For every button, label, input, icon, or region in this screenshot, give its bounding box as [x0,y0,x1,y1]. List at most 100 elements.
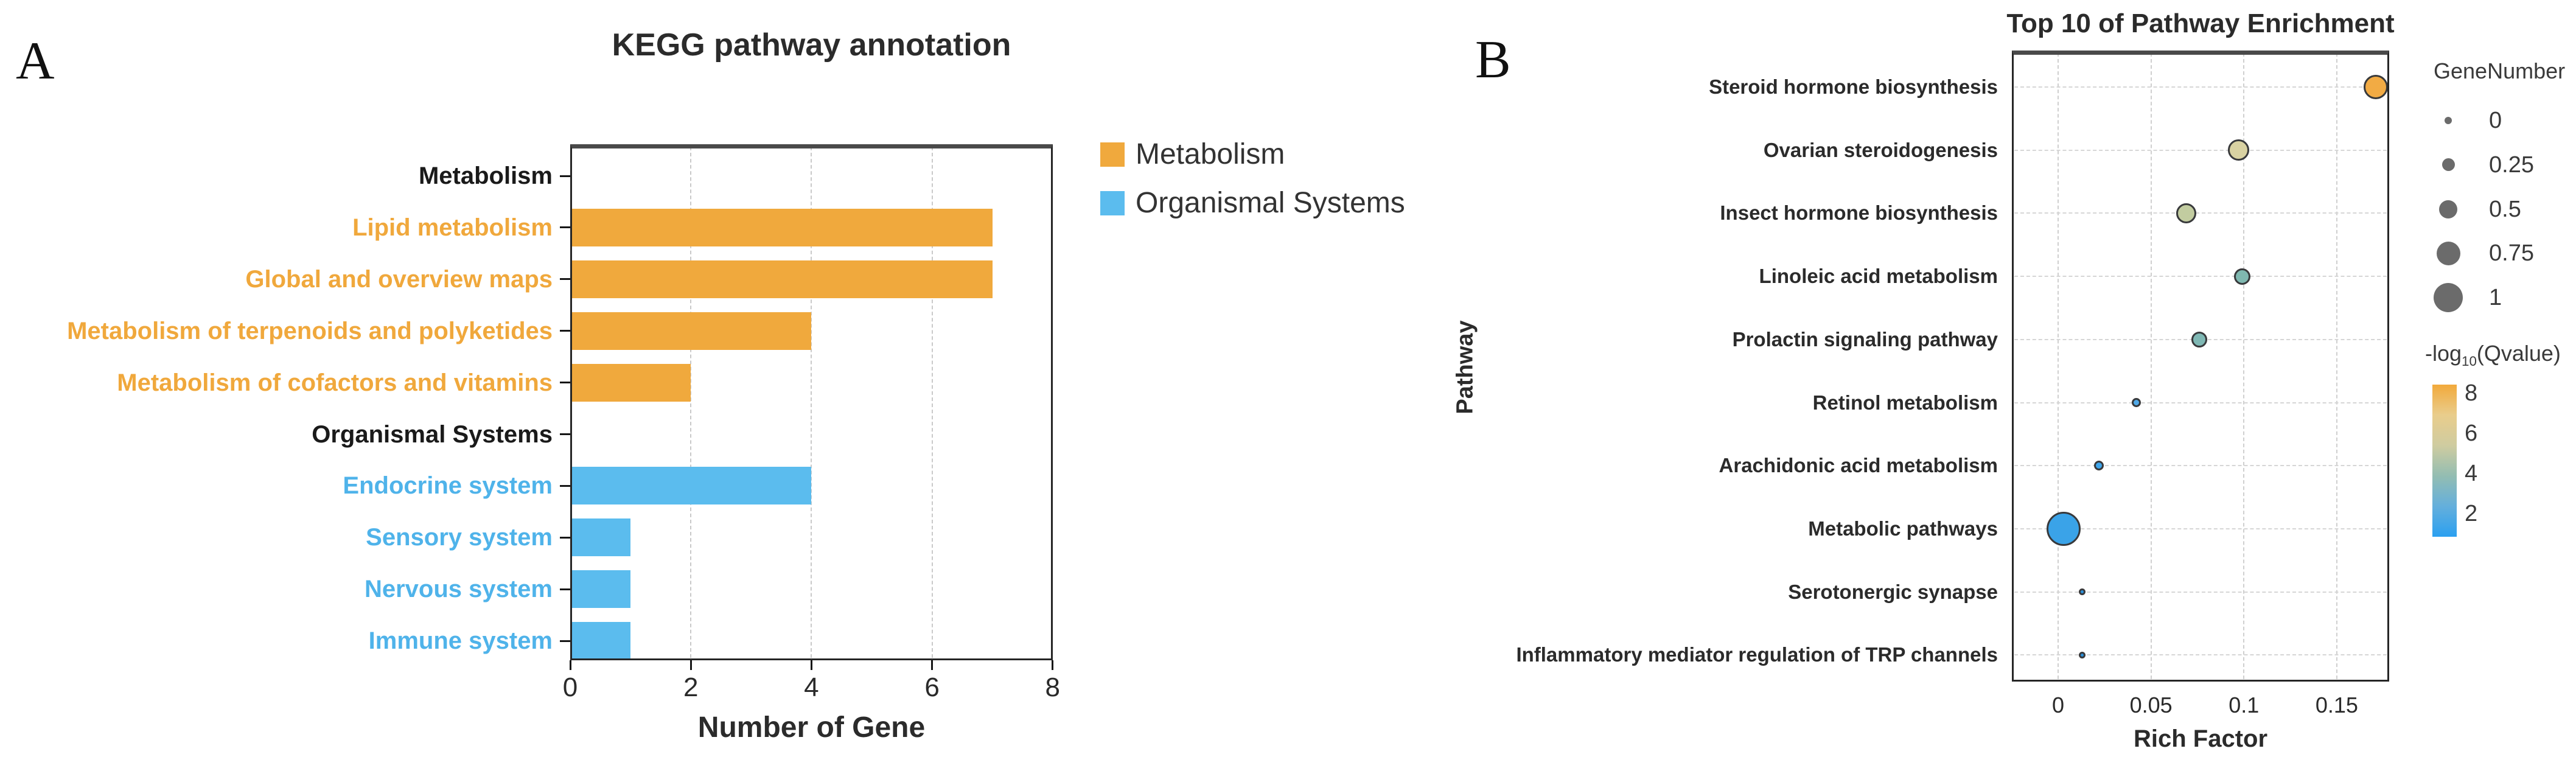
panel-a-legend-label: Organismal Systems [1136,187,1405,219]
panel-a-row-label: Sensory system [366,524,553,551]
panel-a-xtick-label: 0 [562,672,578,702]
panel-b-yaxis-title: Pathway [1452,320,1478,414]
panel-a-xtick-label: 4 [804,672,819,702]
panel-b-row-label: Serotonergic synapse [1788,580,1998,603]
panel-a-gridline [931,147,933,658]
panel-b-bubble [2233,268,2250,285]
panel-a-bar [572,260,993,298]
panel-a-row-label: Metabolism of cofactors and vitamins [117,369,553,396]
panel-a-row-label: Metabolism [418,162,553,189]
qvalue-legend-title-prefix: -log [2425,341,2462,366]
panel-a-legend-swatch [1100,191,1125,215]
gene-number-legend-value: 0.25 [2489,152,2534,178]
panel-b-bubble [2079,588,2086,596]
panel-a-xtick [810,660,812,670]
gene-number-legend-dot [2439,200,2457,218]
panel-a-legend-label: Metabolism [1136,138,1285,170]
panel-b-row-label: Linoleic acid metabolism [1759,265,1998,288]
panel-a-gridline [690,147,692,658]
gene-number-legend-value: 0 [2489,108,2502,133]
panel-a-bar [572,570,631,609]
panel-a-xtick [931,660,934,670]
panel-a-row-label: Immune system [368,627,553,655]
panel-b-hgridline [2014,276,2387,278]
qvalue-legend-title-suffix: (Qvalue) [2476,341,2561,366]
panel-a-letter: A [16,32,55,91]
panel-b-bubble [2227,139,2249,161]
panel-b-xtick-label: 0.1 [2229,693,2260,717]
panel-a-gridline [811,147,812,658]
panel-a-bar [572,518,631,557]
panel-a-bar [572,363,691,402]
panel-b-plot-frame [2012,51,2389,682]
panel-b-xaxis-title: Rich Factor [2133,725,2268,752]
panel-a-ytick [560,484,570,487]
panel-a-plot-frame [570,144,1053,660]
panel-a-ytick [560,175,570,177]
qvalue-colorbar-tick-label: 4 [2465,461,2478,487]
panel-a-row-label: Metabolism of terpenoids and polyketides [67,317,553,344]
panel-a-xtick [569,660,571,670]
panel-a-title: KEGG pathway annotation [612,27,1011,63]
qvalue-colorbar [2432,385,2457,537]
panel-a-xtick [689,660,692,670]
panel-a-xtick-label: 2 [683,672,699,702]
gene-number-legend-dot [2442,158,2455,172]
panel-a-bar [572,312,812,350]
panel-a-row-label: Organismal Systems [312,421,553,448]
qvalue-legend-title-sub: 10 [2462,354,2477,369]
panel-a-ytick [560,382,570,384]
panel-b-row-label: Arachidonic acid metabolism [1719,454,1998,477]
gene-number-legend-dot [2434,283,2463,313]
gene-number-legend-dot [2436,241,2460,265]
panel-a-xtick [1052,660,1054,670]
panel-b-bubble [2047,511,2081,546]
panel-b-row-label: Retinol metabolism [1812,391,1998,414]
panel-b-letter: B [1475,30,1511,89]
panel-b-bubble [2176,203,2197,223]
panel-b-hgridline [2014,465,2387,467]
panel-a-legend-swatch [1100,142,1125,167]
panel-b-hgridline [2014,528,2387,529]
panel-a-row-label: Endocrine system [343,472,553,500]
panel-a-ytick [560,433,570,435]
panel-b-bubble [2131,398,2141,407]
panel-b-row-label: Ovarian steroidogenesis [1763,138,1998,161]
panel-b-xtick-label: 0.05 [2129,693,2173,717]
panel-a-bar [572,622,631,660]
panel-b-bubble [2191,331,2208,347]
qvalue-colorbar-tick-label: 8 [2465,380,2478,406]
gene-number-legend-value: 1 [2489,285,2502,311]
panel-a-ytick [560,330,570,332]
qvalue-legend-title: -log10(Qvalue) [2425,341,2561,369]
panel-a-xtick-label: 8 [1045,672,1061,702]
panel-b-bubble [2094,461,2104,471]
panel-a-ytick [560,536,570,539]
panel-a-row-label: Global and overview maps [245,265,553,293]
panel-b-bubble [2364,75,2389,99]
panel-b-row-label: Prolactin signaling pathway [1732,327,1998,351]
panel-a-row-label: Nervous system [364,576,553,603]
gene-number-legend-value: 0.5 [2489,196,2521,222]
panel-a-bar [572,467,812,505]
panel-b-row-label: Steroid hormone biosynthesis [1709,75,1998,98]
panel-a-ytick [560,588,570,590]
panel-b-hgridline [2014,654,2387,656]
panel-b-xtick-label: 0.15 [2315,693,2358,717]
qvalue-colorbar-tick-label: 2 [2465,501,2478,527]
panel-b-row-label: Insect hormone biosynthesis [1720,201,1998,225]
panel-b-hgridline [2014,591,2387,593]
panel-a-ytick [560,226,570,229]
panel-b-hgridline [2014,402,2387,403]
qvalue-colorbar-tick-label: 6 [2465,421,2478,447]
panel-b-vgridline [2058,53,2059,679]
panel-b-vgridline [2336,53,2337,679]
panel-a-bar [572,208,993,246]
gene-number-legend-title: GeneNumber [2434,58,2566,83]
panel-b-hgridline [2014,86,2387,88]
panel-b-title: Top 10 of Pathway Enrichment [2006,9,2395,38]
gene-number-legend-value: 0.75 [2489,240,2534,267]
